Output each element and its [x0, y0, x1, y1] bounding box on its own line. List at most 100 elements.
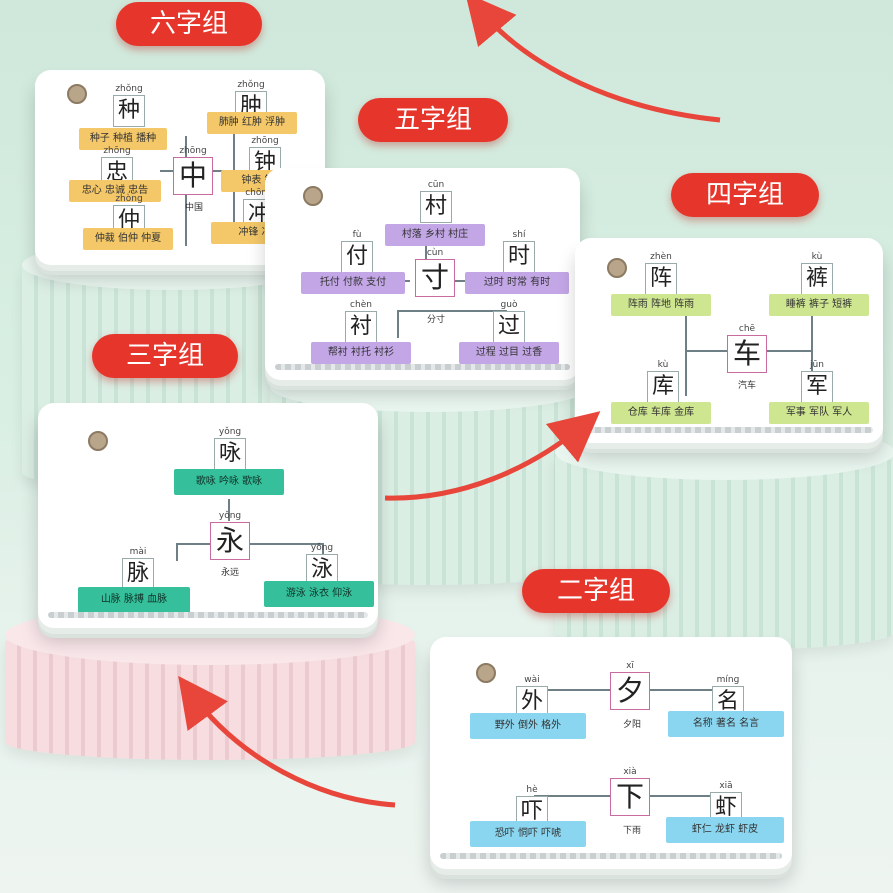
char-node[interactable]: shí 时 [503, 230, 535, 273]
char-node[interactable]: yǒng 咏 [214, 427, 246, 470]
pinyin: cūn [427, 180, 445, 190]
center-char-node[interactable]: xī 夕 [610, 661, 650, 710]
pinyin: hè [526, 785, 538, 795]
word-box: 肺肿 红肿 浮肿 [207, 112, 297, 134]
center-word: 夕阳 [622, 720, 641, 730]
char-node[interactable]: mài 脉 [122, 547, 154, 590]
pinyin: guò [500, 300, 518, 310]
char-node[interactable]: jūn 军 [801, 360, 833, 403]
hanzi: 时 [503, 241, 535, 273]
card-hole [88, 431, 108, 451]
flashcard-three[interactable]: yǒng 咏 歌咏 吟咏 歌咏 yǒng 永 永远 mài 脉 山脉 脉搏 血脉… [38, 403, 378, 628]
card-hole [67, 84, 87, 104]
connector [176, 543, 212, 545]
tag-six: 六字组 [116, 2, 262, 46]
flashcard-five[interactable]: cūn 村 村落 乡村 村庄 fù 付 托付 付款 支付 cùn 寸 分寸 sh… [265, 168, 580, 380]
center-char-node[interactable]: cùn 寸 [415, 248, 455, 297]
tag-three: 三字组 [92, 334, 238, 378]
hanzi-center: 永 [210, 522, 250, 560]
pinyin: chē [738, 324, 756, 334]
flashcard-two[interactable]: xī 夕 夕阳 wài 外 野外 倒外 格外 míng 名 名称 著名 名言 x… [430, 637, 792, 869]
card-bottom-strip [48, 612, 368, 618]
pinyin: chōng [245, 188, 273, 198]
card-bottom-strip [275, 364, 570, 370]
pinyin: zhōng [251, 136, 279, 146]
card-bottom-strip [585, 427, 873, 433]
hanzi-center: 中 [173, 157, 213, 195]
word-box: 野外 倒外 格外 [470, 713, 586, 739]
char-node[interactable]: cūn 村 [420, 180, 452, 223]
center-word: 汽车 [737, 381, 756, 391]
connector [811, 316, 813, 396]
hanzi: 咏 [214, 438, 246, 470]
center-char-node[interactable]: xià 下 [610, 767, 650, 816]
connector [203, 170, 233, 172]
word-box: 游泳 泳衣 仰泳 [264, 581, 374, 607]
pinyin: wài [524, 675, 540, 685]
connector [176, 543, 178, 561]
hanzi: 泳 [306, 554, 338, 586]
pinyin: yǒng [218, 511, 242, 521]
word-box: 村落 乡村 村庄 [385, 224, 485, 246]
tag-two: 二字组 [522, 569, 670, 613]
connector [685, 316, 687, 396]
pinyin: míng [716, 675, 740, 685]
hanzi: 衬 [345, 311, 377, 343]
char-node[interactable]: yǒng 泳 [306, 543, 338, 586]
word-box: 帮衬 衬托 衬衫 [311, 342, 411, 364]
word-box: 忠心 忠诚 忠告 [69, 180, 161, 202]
word-box: 托付 付款 支付 [301, 272, 405, 294]
pinyin: mài [129, 547, 147, 557]
word-box: 过程 过目 过香 [459, 342, 559, 364]
pinyin: cùn [426, 248, 444, 258]
connector [534, 689, 614, 691]
card-bottom-strip [440, 853, 782, 859]
pinyin: xiā [719, 781, 733, 791]
char-node[interactable]: chèn 衬 [345, 300, 377, 343]
pinyin: zhòng [115, 194, 143, 204]
arrow-to-six [465, 0, 721, 123]
pinyin: yǒng [218, 427, 242, 437]
word-box: 恐吓 恫吓 吓唬 [470, 821, 586, 847]
center-char-node[interactable]: chē 车 [727, 324, 767, 373]
center-char-node[interactable]: zhōng 中 [173, 146, 213, 195]
pinyin: zhǒng [115, 84, 143, 94]
pinyin: kù [811, 252, 823, 262]
pinyin: xī [626, 661, 634, 671]
pinyin: zhǒng [237, 80, 265, 90]
arrow-to-three [178, 675, 396, 808]
pinyin: zhèn [650, 252, 672, 262]
connector [685, 350, 731, 352]
card-hole [476, 663, 496, 683]
tag-five: 五字组 [358, 98, 508, 142]
pinyin: kù [657, 360, 669, 370]
center-word: 中国 [184, 203, 203, 213]
pinyin: zhōng [103, 146, 131, 156]
center-word: 分寸 [426, 315, 445, 325]
connector [534, 795, 614, 797]
char-node[interactable]: zhǒng 种 [113, 84, 145, 127]
hanzi-center: 夕 [610, 672, 650, 710]
card-hole [303, 186, 323, 206]
card-hole [607, 258, 627, 278]
word-box: 军事 军队 军人 [769, 402, 869, 424]
hanzi: 军 [801, 371, 833, 403]
word-box: 仓库 车库 金库 [611, 402, 711, 424]
connector [322, 543, 324, 561]
flashcard-four[interactable]: zhèn 阵 阵雨 阵地 阵雨 kù 裤 睡裤 裤子 短裤 chē 车 汽车 k… [575, 238, 883, 443]
hanzi-center: 下 [610, 778, 650, 816]
pinyin: shí [512, 230, 526, 240]
connector [425, 240, 427, 270]
word-box: 名称 著名 名言 [668, 711, 784, 737]
word-box: 山脉 脉搏 血脉 [78, 587, 190, 613]
pinyin: yǒng [310, 543, 334, 553]
hanzi: 裤 [801, 263, 833, 295]
center-char-node[interactable]: yǒng 永 [210, 511, 250, 560]
arrow-to-four [384, 411, 601, 501]
char-node[interactable]: kù 裤 [801, 252, 833, 295]
word-box: 虾仁 龙虾 虾皮 [666, 817, 784, 843]
connector [397, 310, 399, 338]
pinyin: zhōng [179, 146, 207, 156]
word-box: 歌咏 吟咏 歌咏 [174, 469, 284, 495]
